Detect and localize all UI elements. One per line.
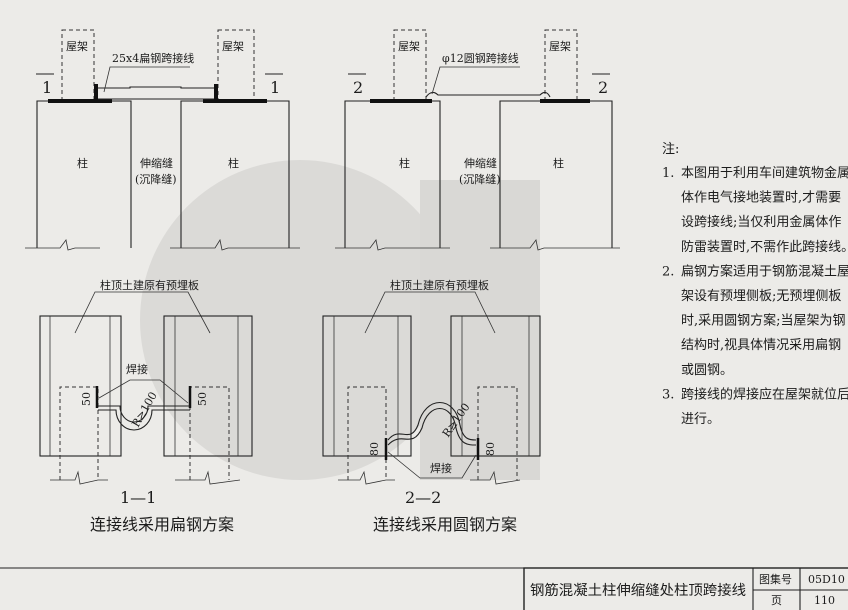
note-line: 或圆钢。 <box>681 363 733 378</box>
section-1-1: 柱顶土建原有预埋板 焊接 R≥100 50 50 1—1 连接线采用扁钢方案 <box>39 278 253 534</box>
caption: 连接线采用圆钢方案 <box>373 515 517 534</box>
column-left <box>36 100 132 248</box>
round-steel-jumper <box>425 91 551 98</box>
title-block: 钢筋混凝土柱伸缩缝处柱顶跨接线 图集号 05D10 页 110 <box>0 567 848 610</box>
note-line: 本图用于利用车间建筑物金属 <box>681 165 848 181</box>
roof-truss-right <box>217 29 255 101</box>
roof-truss-right <box>544 29 578 101</box>
page-label: 页 <box>771 594 782 607</box>
conductor-label: φ12圆钢跨接线 <box>442 51 519 65</box>
section-title: 1—1 <box>120 488 156 507</box>
flat-steel-jumper <box>98 86 214 89</box>
plate-label: 柱顶土建原有预埋板 <box>390 278 489 292</box>
drawing-title: 钢筋混凝土柱伸缩缝处柱顶跨接线 <box>530 582 746 599</box>
flat-steel-bend <box>98 405 190 423</box>
note-number: 3. <box>662 387 674 402</box>
roof-truss-left <box>61 29 95 101</box>
note-line: 时,采用圆钢方案;当屋架为钢 <box>681 313 846 329</box>
joint-label-alt: (沉降缝) <box>459 172 501 186</box>
note-line: 防雷装置时,不需作此跨接线。 <box>681 239 848 255</box>
note-line: 架设有预埋侧板;无预埋侧板 <box>681 289 841 304</box>
roof-truss-label: 屋架 <box>66 40 88 53</box>
note-line: 体作电气接地装置时,才需要 <box>681 190 841 206</box>
note-line: 设跨接线;当仅利用金属体作 <box>681 214 841 230</box>
section-title: 2—2 <box>405 488 441 507</box>
roof-truss-label: 屋架 <box>398 40 420 53</box>
notes: 注: 1. 本图用于利用车间建筑物金属体作电气接地装置时,才需要设跨接线;当仅利用… <box>662 142 848 427</box>
roof-truss-label: 屋架 <box>222 40 244 53</box>
weld-label: 焊接 <box>126 362 148 376</box>
weld-label: 焊接 <box>430 461 452 475</box>
dimension-label: 50 <box>80 392 93 406</box>
section-mark: 1 <box>270 78 280 97</box>
notes-heading: 注: <box>662 142 679 157</box>
note-line: 扁钢方案适用于钢筋混凝土屋 <box>681 263 848 279</box>
joint-label: 伸缩缝 <box>140 156 173 170</box>
section-mark: 2 <box>598 78 608 97</box>
atlas-no: 05D10 <box>808 573 845 586</box>
elevation-flat-steel: 屋架 屋架 25x4扁钢跨接线 1 1 柱 伸缩缝 (沉降缝) 柱 <box>25 29 300 251</box>
caption: 连接线采用扁钢方案 <box>90 515 234 534</box>
dimension-label: 80 <box>484 442 497 456</box>
dimension-label: 80 <box>368 442 381 456</box>
note-number: 1. <box>662 166 674 181</box>
conductor-label: 25x4扁钢跨接线 <box>112 51 194 65</box>
joint-label-alt: (沉降缝) <box>135 172 177 186</box>
page-number: 110 <box>814 594 835 607</box>
note-number: 2. <box>662 264 674 279</box>
roof-truss-left <box>393 29 427 101</box>
section-mark: 2 <box>353 78 363 97</box>
plate-label: 柱顶土建原有预埋板 <box>100 278 199 292</box>
note-line: 进行。 <box>681 412 720 427</box>
column-label: 柱 <box>399 156 410 170</box>
note-line: 跨接线的焊接应在屋架就位后 <box>681 386 848 402</box>
elevation-round-steel: 屋架 屋架 φ12圆钢跨接线 2 2 柱 伸缩缝 (沉降缝) 柱 <box>335 29 620 251</box>
roof-truss-label: 屋架 <box>549 40 571 53</box>
atlas-no-label: 图集号 <box>759 572 792 586</box>
section-mark: 1 <box>42 78 52 97</box>
note-line: 结构时,视具体情况采用扁钢 <box>681 338 841 353</box>
watermark <box>140 160 540 480</box>
column-label: 柱 <box>553 156 564 170</box>
dimension-label: 50 <box>196 392 209 406</box>
joint-label: 伸缩缝 <box>464 156 497 170</box>
round-steel-bend <box>387 401 477 441</box>
column-label: 柱 <box>228 156 239 170</box>
column-label: 柱 <box>77 156 88 170</box>
